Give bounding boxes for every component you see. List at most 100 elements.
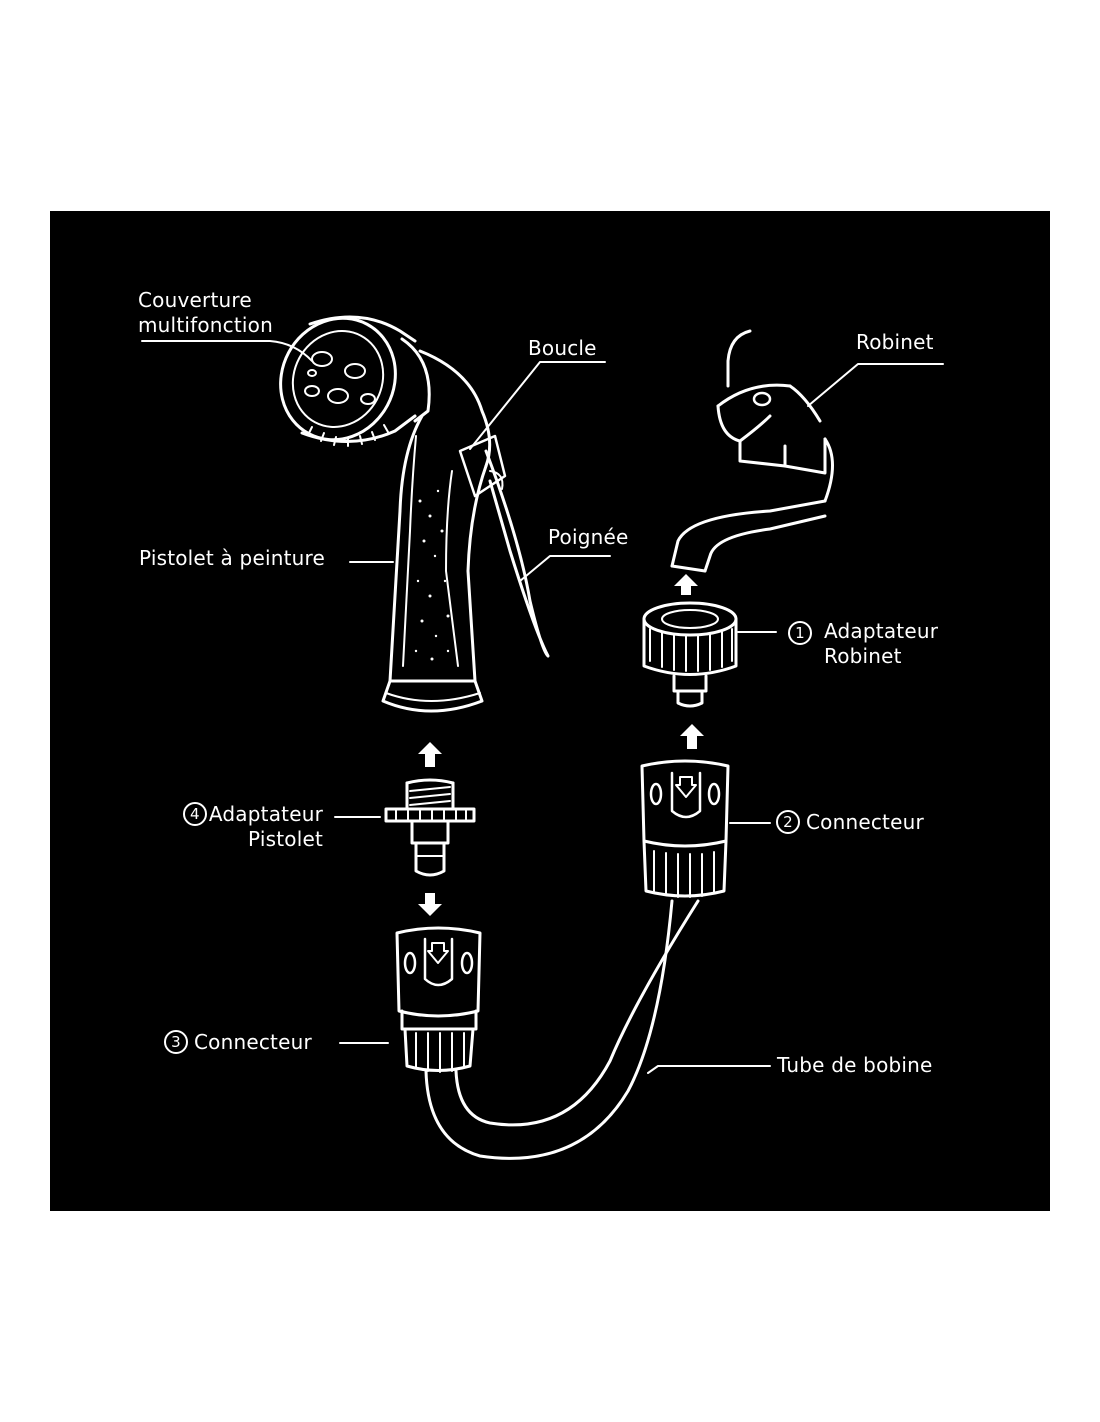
- connector3-body: [395, 926, 482, 1018]
- label-poignee: Poignée: [548, 525, 629, 549]
- label-pistolet-peinture: Pistolet à peinture: [139, 546, 325, 570]
- faucet-spout-mouth: [670, 564, 707, 573]
- spray-hole-6: [307, 369, 317, 377]
- spray-head-collar: [400, 337, 431, 423]
- gun-clip: [458, 434, 507, 498]
- spray-head-rim-top: [308, 315, 417, 343]
- arrow-up-connector2: [680, 724, 704, 749]
- connector2-slot-arrow: [675, 776, 697, 798]
- spray-hole-2: [344, 363, 366, 379]
- number-badge-1: 1: [788, 621, 812, 645]
- spray-head-rim-bottom: [300, 414, 417, 443]
- faucet-body-top: [783, 437, 827, 475]
- number-badge-4: 4: [182, 802, 207, 826]
- connector3-hole-right: [460, 951, 474, 975]
- leader-cover: [141, 340, 313, 362]
- label-adapter4-line2: Pistolet: [248, 827, 323, 851]
- faucet-spout-bottom: [703, 514, 827, 573]
- gun-trigger: [484, 449, 550, 658]
- leader-poignee: [519, 555, 611, 582]
- spray-head-teeth: [307, 424, 389, 447]
- label-adapter4-line1: Adaptateur: [208, 802, 323, 826]
- assembly-illustration: [141, 315, 944, 1160]
- faucet-adapter-drawing: [642, 601, 738, 708]
- faucet-handle-front: [716, 404, 772, 443]
- gun-top-contour: [418, 349, 492, 468]
- connector2-hole-left: [649, 782, 663, 806]
- hose-inner: [454, 899, 700, 1127]
- grip-texture: [414, 489, 450, 661]
- adapter4-nipple: [414, 841, 446, 877]
- faucet-stem: [726, 329, 752, 388]
- adapter4-nut: [384, 807, 476, 823]
- diagram-panel: Couverture multifonction Boucle Robinet …: [50, 211, 1050, 1211]
- arrow-up-gun: [418, 742, 442, 767]
- adapter1-nipple: [672, 674, 708, 693]
- connector3-hole-left: [403, 951, 417, 975]
- spray-hole-5: [360, 393, 376, 405]
- number-badge-2: 2: [776, 810, 800, 834]
- label-faucet-adapter: 1 Adaptateur Robinet: [788, 619, 938, 669]
- adapter1-body: [642, 617, 738, 676]
- gun-inner-back: [402, 435, 417, 667]
- label-boucle: Boucle: [528, 336, 597, 360]
- label-adapter1-line2: Robinet: [824, 644, 902, 668]
- leader-lines: [141, 340, 944, 1074]
- spray-head-face: [279, 316, 397, 442]
- number-badge-3: 3: [164, 1030, 188, 1054]
- faucet-spout-top: [670, 499, 827, 568]
- leader-tube: [647, 1065, 771, 1074]
- label-cover-line2: multifonction: [138, 313, 273, 337]
- connector3-ribs: [415, 1032, 465, 1073]
- spray-hole-3: [327, 388, 349, 404]
- assembly-arrows: [418, 574, 704, 916]
- arrow-down-connector3: [418, 893, 442, 916]
- connector3-collar: [403, 1027, 475, 1072]
- gun-clip-detail: [489, 470, 504, 490]
- faucet-handle-rear: [788, 384, 822, 423]
- label-adapter1-line1: Adaptateur: [824, 619, 939, 643]
- label-multifunction-cover: Couverture multifonction: [138, 288, 273, 338]
- connector2-drawing: [640, 759, 730, 898]
- spray-head-inner-ring: [291, 330, 385, 428]
- connector3-slot: [423, 937, 454, 987]
- gun-inner-front: [445, 470, 459, 667]
- adapter4-neck: [410, 819, 450, 845]
- hose-outer: [424, 899, 674, 1160]
- adapter4-top: [405, 778, 455, 785]
- connector3-slot-arrow: [427, 942, 449, 964]
- faucet-handle-knob: [752, 391, 772, 407]
- spray-gun-drawing: [279, 315, 550, 713]
- gun-front-contour: [466, 464, 488, 683]
- gun-base: [381, 679, 484, 713]
- adapter4-nut-ribs: [395, 808, 467, 822]
- connector2-hole-right: [707, 782, 721, 806]
- connector3-band: [400, 1009, 478, 1031]
- spray-hole-4: [304, 385, 320, 397]
- adapter1-grip: [649, 628, 733, 672]
- label-robinet: Robinet: [856, 330, 934, 354]
- leader-robinet: [807, 363, 944, 407]
- label-cover-line1: Couverture: [138, 288, 252, 312]
- connector3-drawing: [395, 926, 482, 1073]
- adapter1-bore: [661, 609, 719, 629]
- adapter1-top: [642, 601, 738, 637]
- faucet-handle-top: [716, 383, 792, 408]
- faucet-drawing: [670, 329, 834, 573]
- faucet-wall-joint: [823, 437, 834, 503]
- faucet-neck: [738, 439, 787, 468]
- connector2-slot: [670, 771, 702, 819]
- adapter4-threads: [409, 786, 451, 806]
- gun-back-contour: [388, 414, 424, 683]
- connector2-ribs: [653, 850, 715, 898]
- leader-boucle: [469, 361, 606, 450]
- gun-adapter-drawing: [384, 778, 476, 877]
- arrow-up-faucet: [674, 574, 698, 595]
- spray-hole-1: [311, 351, 333, 367]
- adapter1-tip: [676, 689, 704, 708]
- label-tube-bobine: Tube de bobine: [777, 1053, 933, 1077]
- connector2-collar: [642, 839, 728, 898]
